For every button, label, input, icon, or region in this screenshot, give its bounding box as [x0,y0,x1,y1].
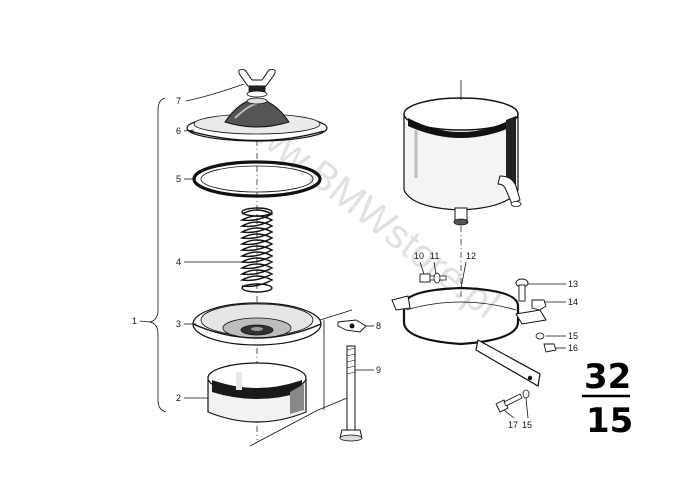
callout-label: 7 [176,96,181,106]
small-screw-part [419,272,447,284]
callout-label: 6 [176,126,181,136]
callout-labels: 7 6 5 4 1 3 2 8 9 10 11 12 13 14 15 16 1… [132,96,578,430]
long-bolt-part [339,345,363,442]
callout-label: 3 [176,319,181,329]
assembly-leader-line [249,395,353,447]
callout-label: 16 [568,343,578,353]
callout-label: 12 [466,251,476,261]
callout-label: 5 [176,174,181,184]
callout-label: 13 [568,279,578,289]
callout-label: 9 [376,365,381,375]
base-plate-part [192,302,322,346]
callout-label: 8 [376,321,381,331]
bowl-part [403,80,522,226]
group-bracket [149,97,167,413]
cover-part [186,97,328,142]
cup-part [207,362,307,423]
callout-label: 1 [132,316,137,326]
callout-label: 2 [176,393,181,403]
callout-label: 17 [508,420,518,430]
callout-leaders [139,83,566,419]
bolt-13-part [515,278,529,302]
callout-label: 11 [430,251,439,261]
callout-label: 10 [414,251,424,261]
callout-label: 4 [176,257,181,267]
wing-nut-part [238,69,276,98]
clamp-band-part [391,286,547,387]
callout-label: 15 [522,420,532,430]
page-number: 32 15 [582,357,633,441]
spring-part [239,207,274,293]
washer-nut-part [535,332,557,353]
clip-part [337,319,367,333]
callout-label: 14 [568,297,578,307]
assembly-leader-line [319,309,353,321]
page-number-top: 32 [584,357,631,397]
page-number-bottom: 15 [586,401,633,441]
callout-label: 15 [568,331,578,341]
bolt-17-part [495,389,530,413]
nut-14-part [531,299,547,311]
